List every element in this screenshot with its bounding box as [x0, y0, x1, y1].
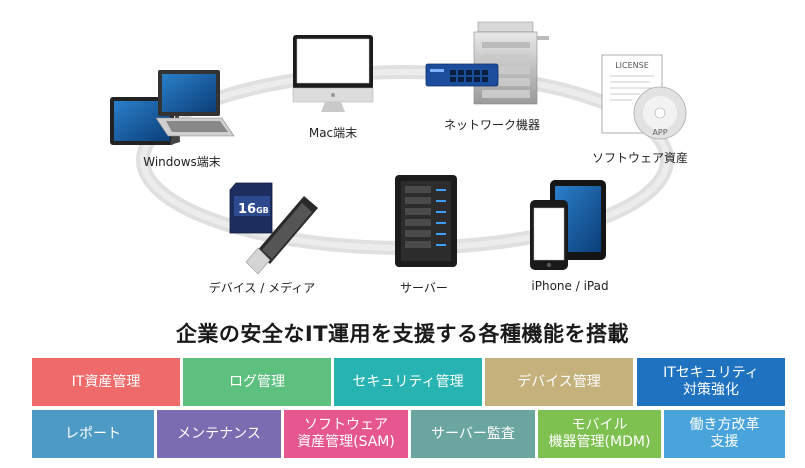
- device-label-mac: Mac端末: [308, 126, 358, 140]
- feature-label-2: 資産管理(SAM): [297, 434, 395, 450]
- feature-label: ITセキュリティ: [663, 365, 759, 381]
- feature-label: IT資産管理: [71, 373, 141, 390]
- usb-media-icon: 16GB: [229, 182, 318, 275]
- feature-tile: メンテナンス: [157, 410, 281, 458]
- device-diagram: LICENSE APP 16GB: [110, 21, 687, 275]
- headline: 企業の安全なIT運用を支援する各種機能を搭載: [175, 322, 630, 346]
- app-text: APP: [652, 128, 667, 137]
- device-label-server: サーバー: [400, 281, 448, 295]
- feature-label-2: 支援: [710, 434, 739, 450]
- sd-capacity: 16GB: [238, 202, 269, 217]
- feature-label: ログ管理: [229, 373, 285, 390]
- feature-label: デバイス管理: [517, 373, 601, 390]
- device-label-software: ソフトウェア資産: [591, 151, 689, 165]
- feature-label: セキュリティ管理: [352, 373, 464, 390]
- feature-tile: IT資産管理: [32, 358, 180, 406]
- feature-tile: 働き方改革支援: [664, 410, 785, 458]
- device-label-mobile: iPhone / iPad: [531, 279, 609, 293]
- feature-label: ソフトウェア: [304, 417, 388, 433]
- feature-label: サーバー監査: [431, 425, 515, 442]
- feature-tile: モバイル機器管理(MDM): [538, 410, 661, 458]
- feature-tile: ソフトウェア資産管理(SAM): [284, 410, 408, 458]
- license-text: LICENSE: [615, 61, 649, 70]
- feature-label: メンテナンス: [177, 425, 261, 442]
- feature-label-2: 対策強化: [683, 382, 739, 398]
- feature-tile: セキュリティ管理: [334, 358, 482, 406]
- license-software-icon: LICENSE APP: [601, 54, 687, 140]
- mac-monitor-icon: [292, 35, 374, 112]
- feature-label: レポート: [65, 425, 121, 442]
- network-device-icon: [425, 21, 549, 105]
- feature-tile: レポート: [32, 410, 154, 458]
- feature-tile: サーバー監査: [411, 410, 535, 458]
- feature-tile: ITセキュリティ対策強化: [637, 358, 785, 406]
- device-label-network: ネットワーク機器: [443, 118, 541, 132]
- server-icon: [395, 175, 457, 267]
- feature-tile: デバイス管理: [485, 358, 633, 406]
- device-label-media: デバイス / メディア: [208, 281, 316, 295]
- device-label-windows: Windows端末: [143, 155, 221, 169]
- feature-label: モバイル: [571, 417, 628, 433]
- feature-label: 働き方改革: [689, 417, 760, 433]
- feature-tile: ログ管理: [183, 358, 331, 406]
- windows-laptop-icon: [110, 70, 235, 145]
- feature-label-2: 機器管理(MDM): [548, 434, 651, 450]
- mobile-device-icon: [530, 180, 606, 270]
